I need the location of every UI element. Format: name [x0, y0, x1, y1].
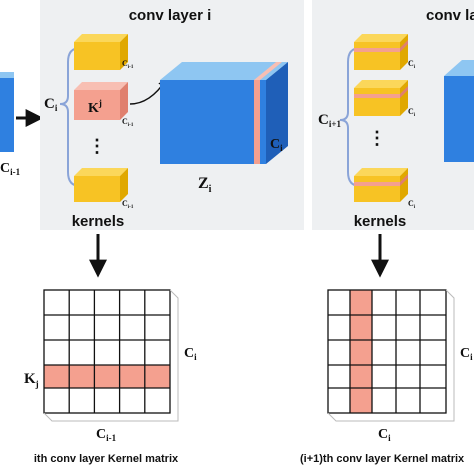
matrix-right-label-next: Ci [460, 346, 473, 362]
kernel-channel-label: Ci [408, 107, 416, 118]
left-matrix-caption: ith conv layer Kernel matrix [34, 453, 179, 465]
input-channel-label: Ci-1 [0, 161, 21, 177]
kernel-cube [354, 168, 408, 202]
kernel-bracket [59, 47, 81, 187]
kernel-cube [354, 80, 408, 116]
kernel-channel-label: Ci [408, 199, 416, 210]
conv-layer-title-next: conv layer i [426, 7, 474, 24]
highlighted-row [44, 365, 170, 388]
kernel-cube [354, 34, 408, 70]
output-tensor-next [444, 60, 474, 162]
right-matrix-caption: (i+1)th conv layer Kernel matrix [300, 453, 465, 465]
kernel-channel-label: Ci-1 [122, 59, 134, 70]
kernel-ellipsis-next: ⋮ [368, 128, 386, 148]
highlighted-column [350, 290, 372, 413]
output-channel-label: Ci [270, 137, 283, 153]
left-kernel-matrix [43, 289, 179, 422]
matrix-right-label: Ci [184, 346, 197, 362]
right-kernel-matrix [327, 289, 455, 422]
kernel-j-label: Kj [88, 98, 102, 116]
kernel-j-cube [74, 82, 128, 120]
kernel-bracket-next [339, 47, 361, 187]
output-z-label: Zi [198, 175, 212, 195]
kernel-channel-label: Ci [408, 59, 416, 70]
kernel-count-label: Ci [44, 96, 58, 113]
kernel-j-channel-label: Ci-1 [122, 117, 134, 128]
input-tensor [0, 72, 14, 152]
conv-layer-title: conv layer i [129, 7, 212, 24]
matrix-row-label: Kj [24, 371, 39, 389]
matrix-bottom-label-next: Ci [378, 427, 391, 443]
matrix-bottom-label: Ci-1 [96, 427, 117, 443]
kernels-label-next: kernels [354, 213, 407, 230]
kernel-cube [74, 168, 128, 202]
kernel-count-label-next: Ci+1 [318, 112, 341, 129]
kernel-cube [74, 34, 128, 70]
output-tensor-z [160, 62, 288, 164]
kernel-ellipsis: ⋮ [88, 136, 106, 156]
kernels-label: kernels [72, 213, 125, 230]
kernel-channel-label: Ci-1 [122, 199, 134, 210]
